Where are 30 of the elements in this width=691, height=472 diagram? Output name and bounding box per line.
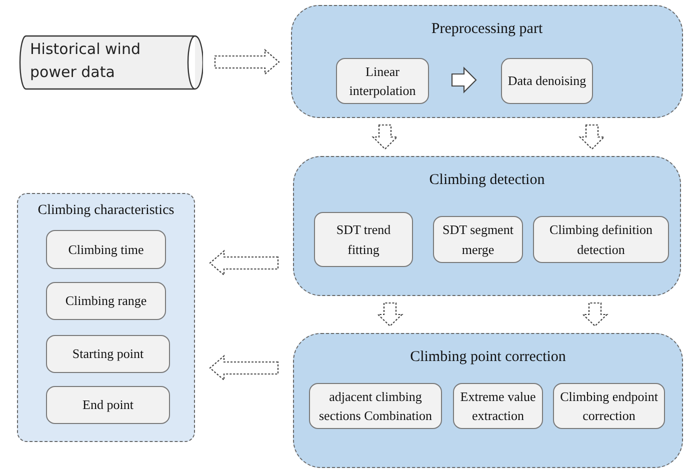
process-box: Data denoising — [501, 58, 593, 104]
panel-title: Preprocessing part — [430, 20, 544, 39]
panel-title: Climbing detection — [428, 171, 546, 190]
block-arrow — [451, 66, 477, 94]
process-box: End point — [46, 386, 170, 424]
block-arrow — [376, 302, 404, 327]
group-panel — [293, 333, 683, 468]
process-box: Starting point — [46, 335, 170, 373]
block-arrow — [578, 124, 606, 150]
block-arrow — [582, 302, 608, 327]
process-box: adjacent climbing sections Combination — [309, 383, 442, 429]
block-arrow — [209, 250, 279, 276]
group-panel — [17, 193, 195, 442]
block-arrow — [372, 124, 398, 150]
process-box: Climbing definition detection — [533, 216, 669, 263]
block-arrow — [214, 48, 280, 76]
process-box: SDT segment merge — [433, 216, 523, 263]
data-cylinder — [18, 35, 203, 90]
node-label: Historical wind power data — [30, 40, 140, 82]
process-box: Climbing time — [46, 230, 166, 269]
process-box: SDT trend fitting — [314, 212, 413, 267]
block-arrow — [209, 354, 279, 382]
process-box: Linear interpolation — [336, 58, 429, 104]
process-box: Extreme value extraction — [453, 383, 543, 429]
process-box: Climbing endpoint correction — [553, 383, 665, 429]
panel-title: Climbing point correction — [409, 348, 567, 367]
process-box: Climbing range — [46, 282, 166, 320]
group-panel — [293, 156, 681, 296]
group-panel — [291, 5, 683, 118]
panel-title: Climbing characteristics — [36, 202, 176, 220]
